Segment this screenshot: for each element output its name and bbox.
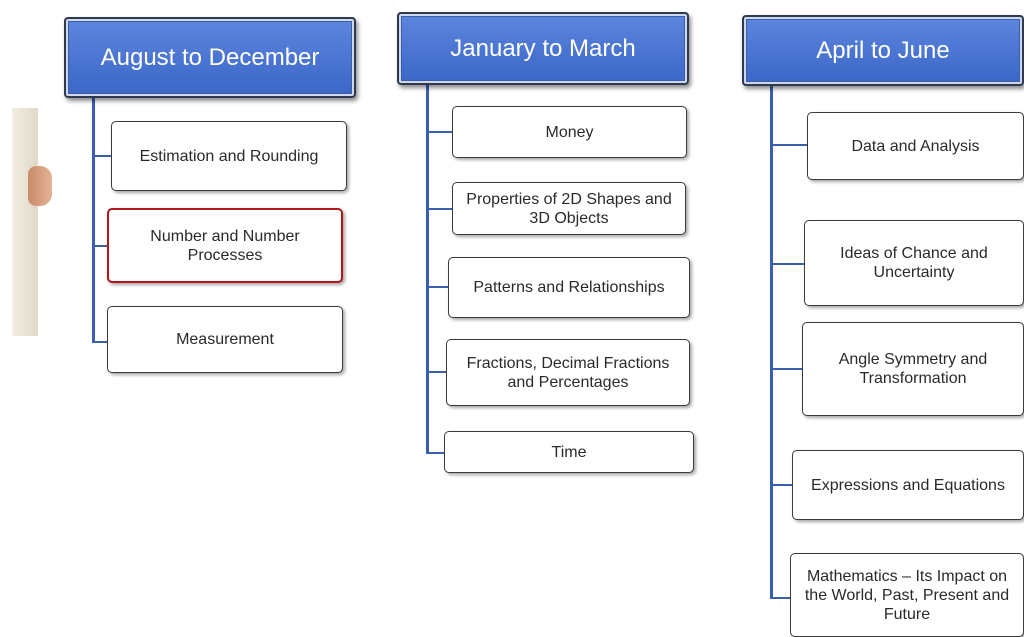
topic-chance-uncertainty: Ideas of Chance and Uncertainty [804,220,1024,306]
connector-line [770,144,808,146]
connector-line [92,155,111,157]
connector-line [92,97,95,343]
hand-image [28,166,52,206]
connector-line [770,368,803,370]
topic-measurement: Measurement [107,306,343,373]
connector-line [426,208,452,210]
topic-estimation-rounding: Estimation and Rounding [111,121,347,191]
topic-data-analysis: Data and Analysis [807,112,1024,180]
column-header-apr-jun: April to June [742,15,1024,86]
connector-line [92,245,108,247]
column-header-jan-mar: January to March [397,12,689,85]
topic-2d-3d-shapes: Properties of 2D Shapes and 3D Objects [452,182,686,235]
held-board-image [12,108,38,336]
topic-patterns-relationships: Patterns and Relationships [448,257,690,318]
topic-mathematics-impact: Mathematics – Its Impact on the World, P… [790,553,1024,637]
topic-expressions-equations: Expressions and Equations [792,450,1024,520]
topic-angle-symmetry: Angle Symmetry and Transformation [802,322,1024,416]
topic-number-processes: Number and Number Processes [107,208,343,283]
column-header-aug-dec: August to December [64,17,356,98]
connector-line [426,131,452,133]
connector-line [426,286,448,288]
connector-line [426,452,444,454]
connector-line [770,597,790,599]
connector-line [92,341,108,343]
topic-time: Time [444,431,694,473]
connector-line [770,484,793,486]
connector-line [770,85,773,599]
connector-line [770,263,805,265]
topic-fractions-percentages: Fractions, Decimal Fractions and Percent… [446,339,690,406]
connector-line [426,371,447,373]
topic-money: Money [452,106,687,158]
connector-line [426,84,429,454]
